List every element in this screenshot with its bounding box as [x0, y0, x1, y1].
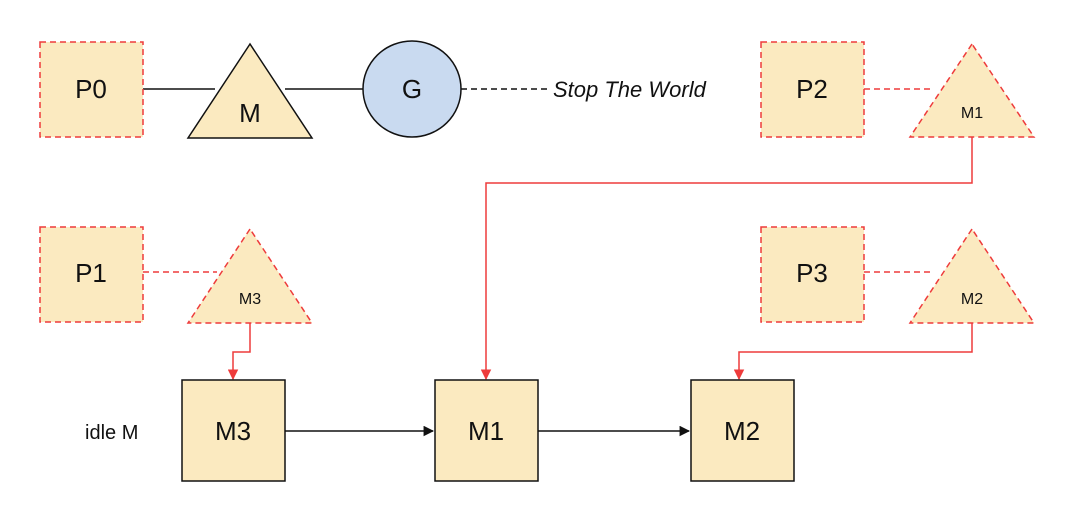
- p3-node: P3: [760, 226, 865, 323]
- g-node: G: [362, 40, 462, 138]
- p0-node: P0: [39, 41, 144, 138]
- g-label: G: [402, 74, 422, 104]
- m3-box-label: M3: [215, 416, 251, 446]
- stop-the-world-label: Stop The World: [553, 77, 707, 102]
- m2-box-label: M2: [724, 416, 760, 446]
- m3-to-m3-box-arrow: [227, 323, 251, 381]
- m1-triangle-label: M1: [961, 105, 983, 122]
- m-triangle-node: M: [186, 42, 314, 139]
- p0-label: P0: [75, 74, 107, 104]
- p2-label: P2: [796, 74, 828, 104]
- m2-box-node: M2: [690, 379, 795, 482]
- p2-node: P2: [760, 41, 865, 138]
- m3-triangle-label: M3: [239, 291, 261, 308]
- p3-label: P3: [796, 258, 828, 288]
- m2-to-m2-box-arrow: [733, 323, 973, 381]
- m3-triangle-node: M3: [186, 227, 314, 324]
- m1-box-node: M1: [434, 379, 539, 482]
- m1-box-label: M1: [468, 416, 504, 446]
- idle-m-label: idle M: [85, 422, 138, 444]
- m-label: M: [239, 98, 261, 128]
- m2-triangle-label: M2: [961, 291, 983, 308]
- p1-label: P1: [75, 258, 107, 288]
- m3-box-node: M3: [181, 379, 286, 482]
- m1-triangle-node: M1: [908, 42, 1036, 138]
- m2-triangle-node: M2: [908, 227, 1036, 324]
- m1-to-m1-box-arrow: [480, 137, 973, 381]
- p1-node: P1: [39, 226, 144, 323]
